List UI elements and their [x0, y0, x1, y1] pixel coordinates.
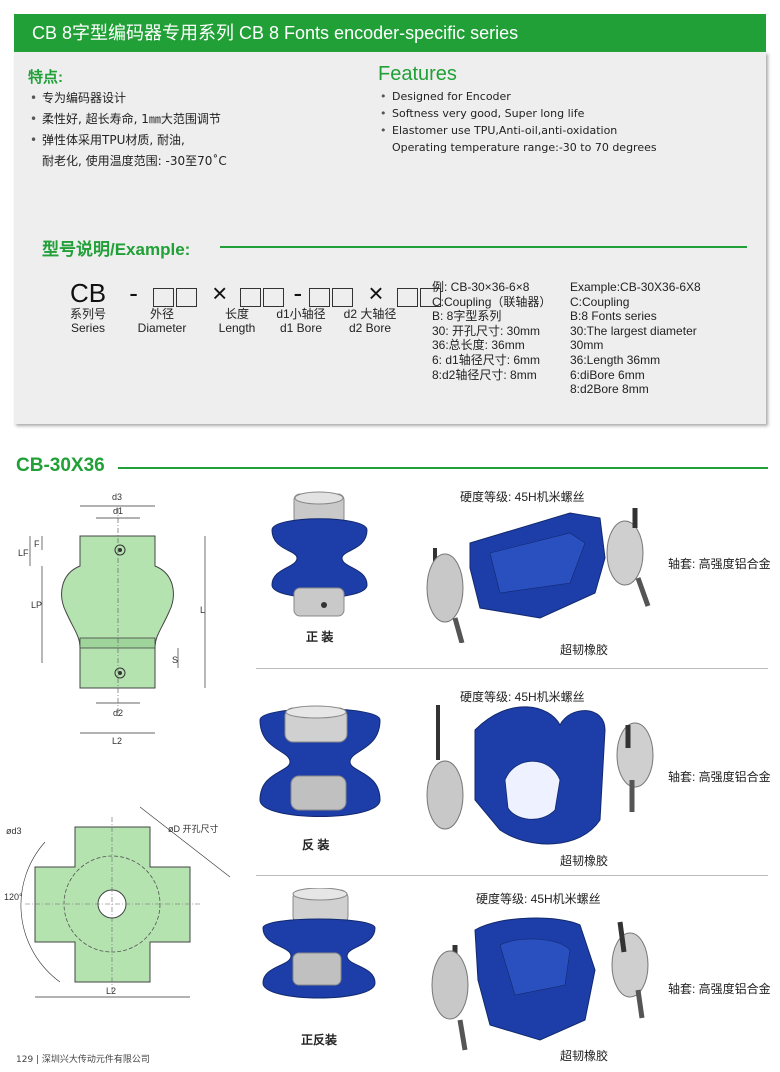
- feature-cn-item: 弹性体采用TPU材质, 耐油,: [28, 130, 358, 151]
- rubber-label: 超韧橡胶: [560, 1049, 609, 1063]
- code-box: [152, 288, 174, 307]
- exploded-view: [431, 917, 649, 1051]
- dim-label: d1: [113, 506, 123, 516]
- dim-label: øD 开孔尺寸: [168, 823, 219, 834]
- code-box: [332, 288, 354, 307]
- dim-label: LF: [18, 548, 29, 558]
- row-divider: [256, 668, 768, 669]
- row-divider: [256, 875, 768, 876]
- feature-cn-item: 柔性好, 超长寿命, 1㎜大范围调节: [28, 109, 358, 130]
- footer-text: 129 | 深圳兴大传动元件有限公司: [16, 1055, 150, 1065]
- top-view-drawing: ød3 øD 开孔尺寸 120° L2: [4, 806, 231, 998]
- model-title: CB-30X36: [16, 455, 105, 476]
- features-cn-title: 特点:: [28, 69, 63, 86]
- dim-label: L2: [112, 736, 122, 746]
- dim-label: ød3: [6, 826, 22, 836]
- dim-label: S: [172, 655, 178, 665]
- code-box: [263, 288, 285, 307]
- example-en-list: Example:CB-30X36-6X8 C:Coupling B:8 Font…: [570, 280, 701, 397]
- feature-cn-item: 专为编码器设计: [28, 88, 358, 109]
- feature-en-item: Softness very good, Super long life: [378, 105, 738, 122]
- dim-label: d2: [113, 708, 123, 718]
- sleeve-label: 轴套: 高强度铝合金: [668, 557, 771, 571]
- exploded-view: [426, 705, 654, 845]
- rubber-label: 超韧橡胶: [560, 854, 609, 868]
- mount-caption: 正反装: [301, 1033, 338, 1047]
- code-times: ×: [212, 278, 228, 308]
- feature-en-item: Operating temperature range:-30 to 70 de…: [392, 141, 657, 154]
- exploded-view: [426, 508, 651, 643]
- coupling-photo: [262, 888, 376, 999]
- sleeve-label: 轴套: 高强度铝合金: [668, 982, 771, 996]
- screw-label: 硬度等级: 45H机米螺丝: [476, 892, 601, 906]
- screw-label: 硬度等级: 45H机米螺丝: [460, 690, 585, 704]
- code-times: ×: [368, 278, 384, 308]
- dim-label: L: [200, 605, 205, 615]
- dim-label: 120°: [4, 892, 23, 902]
- screw-label: 硬度等级: 45H机米螺丝: [460, 490, 585, 504]
- sleeve-label: 轴套: 高强度铝合金: [668, 770, 771, 784]
- code-box: [309, 288, 331, 307]
- dim-label: L2: [106, 986, 116, 996]
- features-en-list: Designed for Encoder Softness very good,…: [378, 88, 738, 156]
- code-box: [419, 288, 441, 307]
- side-view-drawing: d3 d1 LF F LP L S d2 L2: [18, 492, 206, 746]
- mount-caption: 反 装: [302, 838, 330, 852]
- dim-label: d3: [112, 492, 122, 502]
- code-dash: -: [129, 278, 138, 308]
- feature-en-item: Elastomer use TPU,Anti-oil,anti-oxidatio…: [378, 122, 738, 139]
- mount-caption: 正 装: [306, 630, 334, 644]
- example-rule: [220, 246, 747, 248]
- page-title: CB 8字型编码器专用系列 CB 8 Fonts encoder-specifi…: [14, 14, 766, 52]
- code-dash: -: [293, 278, 303, 308]
- dim-label: LP: [31, 600, 42, 610]
- features-en-title: Features: [378, 63, 457, 85]
- rubber-label: 超韧橡胶: [560, 643, 609, 657]
- example-cn-list: 例: CB-30×36-6×8 C:Coupling（联轴器） B: 8字型系列…: [432, 280, 552, 382]
- model-rule: [118, 467, 768, 469]
- feature-cn-item: 耐老化, 使用温度范围: -30至70˚C: [42, 154, 227, 168]
- coupling-photo: [271, 491, 368, 617]
- code-box: [396, 288, 418, 307]
- dim-label: F: [34, 539, 40, 549]
- code-box: [175, 288, 197, 307]
- coupling-photo: [259, 705, 381, 817]
- model-code: CB - × - ×: [70, 278, 443, 309]
- code-series: CB: [70, 278, 107, 308]
- feature-en-item: Designed for Encoder: [378, 88, 738, 105]
- code-box: [240, 288, 262, 307]
- example-title: 型号说明/Example:: [42, 240, 191, 259]
- features-cn-list: 专为编码器设计 柔性好, 超长寿命, 1㎜大范围调节 弹性体采用TPU材质, 耐…: [28, 88, 358, 172]
